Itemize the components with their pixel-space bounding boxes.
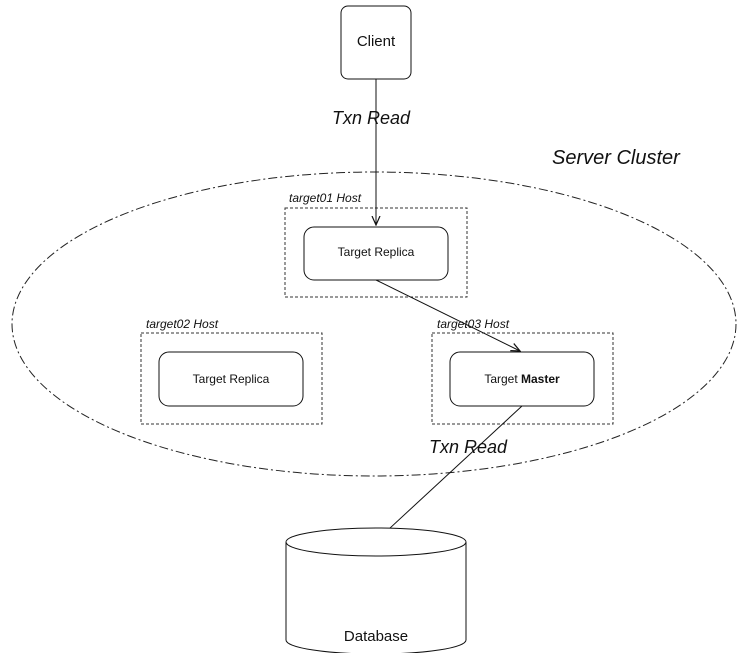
target02-host-label: target02 Host (146, 317, 219, 331)
database-cylinder (285, 527, 467, 653)
database-label: Database (343, 628, 409, 645)
target02-replica-node (158, 351, 304, 407)
target02-node-label: Target Replica (192, 372, 270, 386)
target02-host-box (140, 332, 323, 425)
client-label: Client (356, 33, 396, 50)
server-cluster-boundary (11, 171, 737, 477)
master-to-database-arrow (376, 405, 523, 541)
target01-host-label: target01 Host (289, 191, 362, 205)
target03-host-label: target03 Host (437, 317, 510, 331)
target03-host-box (431, 332, 614, 425)
target03-node-label: Target Master (450, 372, 594, 386)
server-cluster-label: Server Cluster (552, 147, 680, 169)
target03-node-role: Master (521, 372, 560, 386)
replica-to-master-arrow (375, 279, 520, 351)
target01-node-label: Target Replica (337, 245, 415, 259)
target03-node-prefix: Target (484, 372, 521, 386)
client-txn-read-label: Txn Read (332, 108, 411, 128)
database-txn-read-label: Txn Read (429, 437, 508, 457)
